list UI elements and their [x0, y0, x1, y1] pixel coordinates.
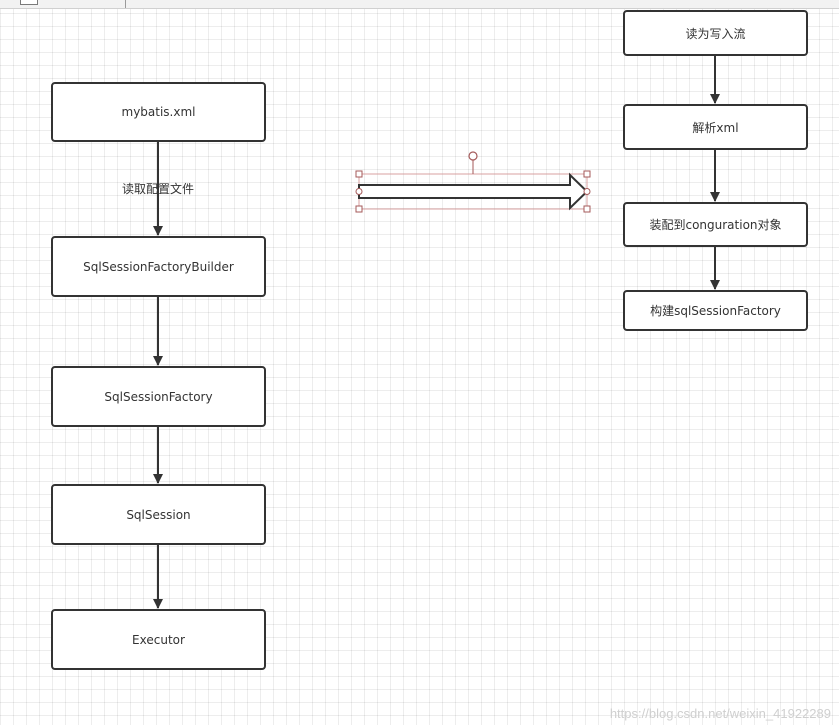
node-sqlsession[interactable]: SqlSession	[51, 484, 266, 545]
rotate-handle[interactable]	[468, 151, 478, 161]
node-sqlsessionfactory[interactable]: SqlSessionFactory	[51, 366, 266, 427]
resize-handle-top-left[interactable]	[355, 170, 363, 178]
node-label: 读为写入流	[685, 26, 746, 41]
node-label: SqlSessionFactoryBuilder	[83, 259, 234, 274]
node-build-sqlsessionfactory[interactable]: 构建sqlSessionFactory	[623, 290, 808, 331]
resize-handle-top-right[interactable]	[583, 170, 591, 178]
node-sqlsessionfactorybuilder[interactable]: SqlSessionFactoryBuilder	[51, 236, 266, 297]
node-label: 装配到conguration对象	[649, 218, 782, 232]
connect-handle-right[interactable]	[583, 188, 591, 195]
resize-handle-bottom-right[interactable]	[583, 205, 591, 213]
connect-handle-left[interactable]	[355, 188, 363, 195]
node-read-stream[interactable]: 读为写入流	[623, 10, 808, 56]
selected-block-arrow[interactable]	[358, 160, 589, 211]
node-assemble-configuration[interactable]: 装配到conguration对象	[623, 202, 808, 247]
edge-label-read-config: 读取配置文件	[122, 182, 195, 196]
node-label: 解析xml	[692, 120, 739, 135]
node-label: Executor	[132, 632, 185, 647]
resize-handle-bottom-left[interactable]	[355, 205, 363, 213]
watermark-text: https://blog.csdn.net/weixin_41922289	[609, 706, 831, 721]
toolbar-divider	[125, 0, 126, 8]
node-label: SqlSessionFactory	[104, 389, 213, 404]
node-label: SqlSession	[126, 507, 191, 522]
node-mybatis-xml[interactable]: mybatis.xml	[51, 82, 266, 142]
node-label: mybatis.xml	[121, 105, 196, 119]
node-parse-xml[interactable]: 解析xml	[623, 104, 808, 150]
toolbar-button-icon[interactable]	[20, 0, 38, 5]
top-toolbar	[0, 0, 839, 9]
node-executor[interactable]: Executor	[51, 609, 266, 670]
node-label: 构建sqlSessionFactory	[650, 304, 781, 318]
